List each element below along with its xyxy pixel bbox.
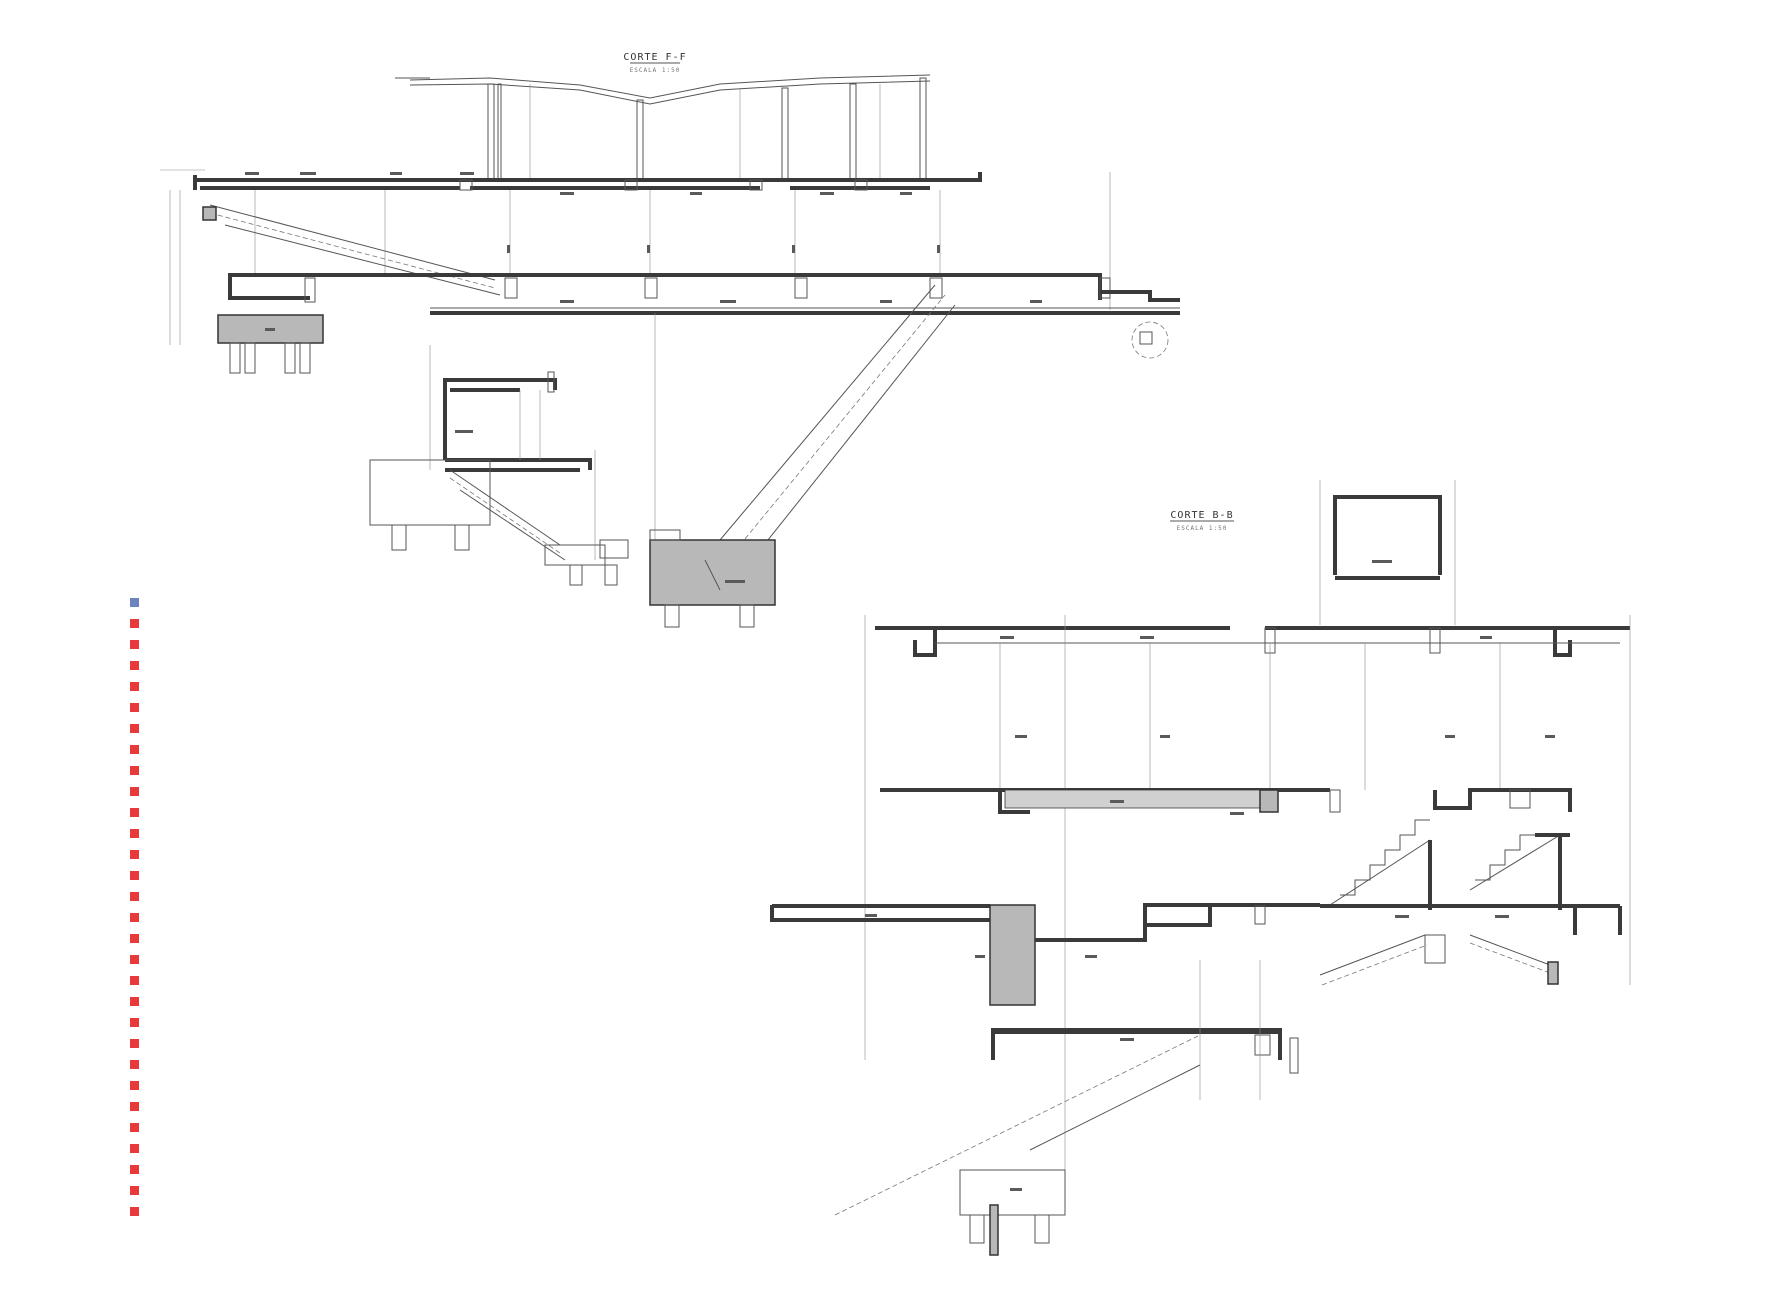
marker-square-red	[130, 1039, 139, 1048]
marker-square-red	[130, 976, 139, 985]
marker-square-red	[130, 850, 139, 859]
section-f-scale: ESCALA 1:50	[630, 67, 681, 74]
section-b-title: CORTE B-B	[1170, 510, 1233, 521]
marker-square-red	[130, 808, 139, 817]
marker-square-blue	[130, 598, 139, 607]
marker-square-red	[130, 640, 139, 649]
marker-square-red	[130, 1102, 139, 1111]
marker-square-red	[130, 934, 139, 943]
marker-square-red	[130, 871, 139, 880]
marker-square-red	[130, 703, 139, 712]
marker-square-red	[130, 1165, 139, 1174]
marker-square-red	[130, 1186, 139, 1195]
marker-square-red	[130, 913, 139, 922]
marker-square-red	[130, 1081, 139, 1090]
section-b-scale: ESCALA 1:50	[1177, 525, 1228, 532]
marker-square-red	[130, 1207, 139, 1216]
section-f-drawing: CORTE F-F ESCALA 1:50	[160, 52, 1180, 628]
marker-square-red	[130, 787, 139, 796]
section-b-drawing: CORTE B-B ESCALA 1:50	[770, 480, 1631, 1256]
section-f-title: CORTE F-F	[623, 52, 686, 63]
marker-square-red	[130, 682, 139, 691]
marker-square-red	[130, 1018, 139, 1027]
marker-square-red	[130, 619, 139, 628]
marker-square-red	[130, 766, 139, 775]
marker-square-red	[130, 997, 139, 1006]
marker-square-red	[130, 1123, 139, 1132]
marker-square-red	[130, 1060, 139, 1069]
page-marker-strip	[130, 598, 139, 1216]
marker-square-red	[130, 829, 139, 838]
marker-square-red	[130, 1144, 139, 1153]
marker-square-red	[130, 892, 139, 901]
marker-square-red	[130, 955, 139, 964]
marker-square-red	[130, 724, 139, 733]
marker-square-red	[130, 745, 139, 754]
marker-square-red	[130, 661, 139, 670]
